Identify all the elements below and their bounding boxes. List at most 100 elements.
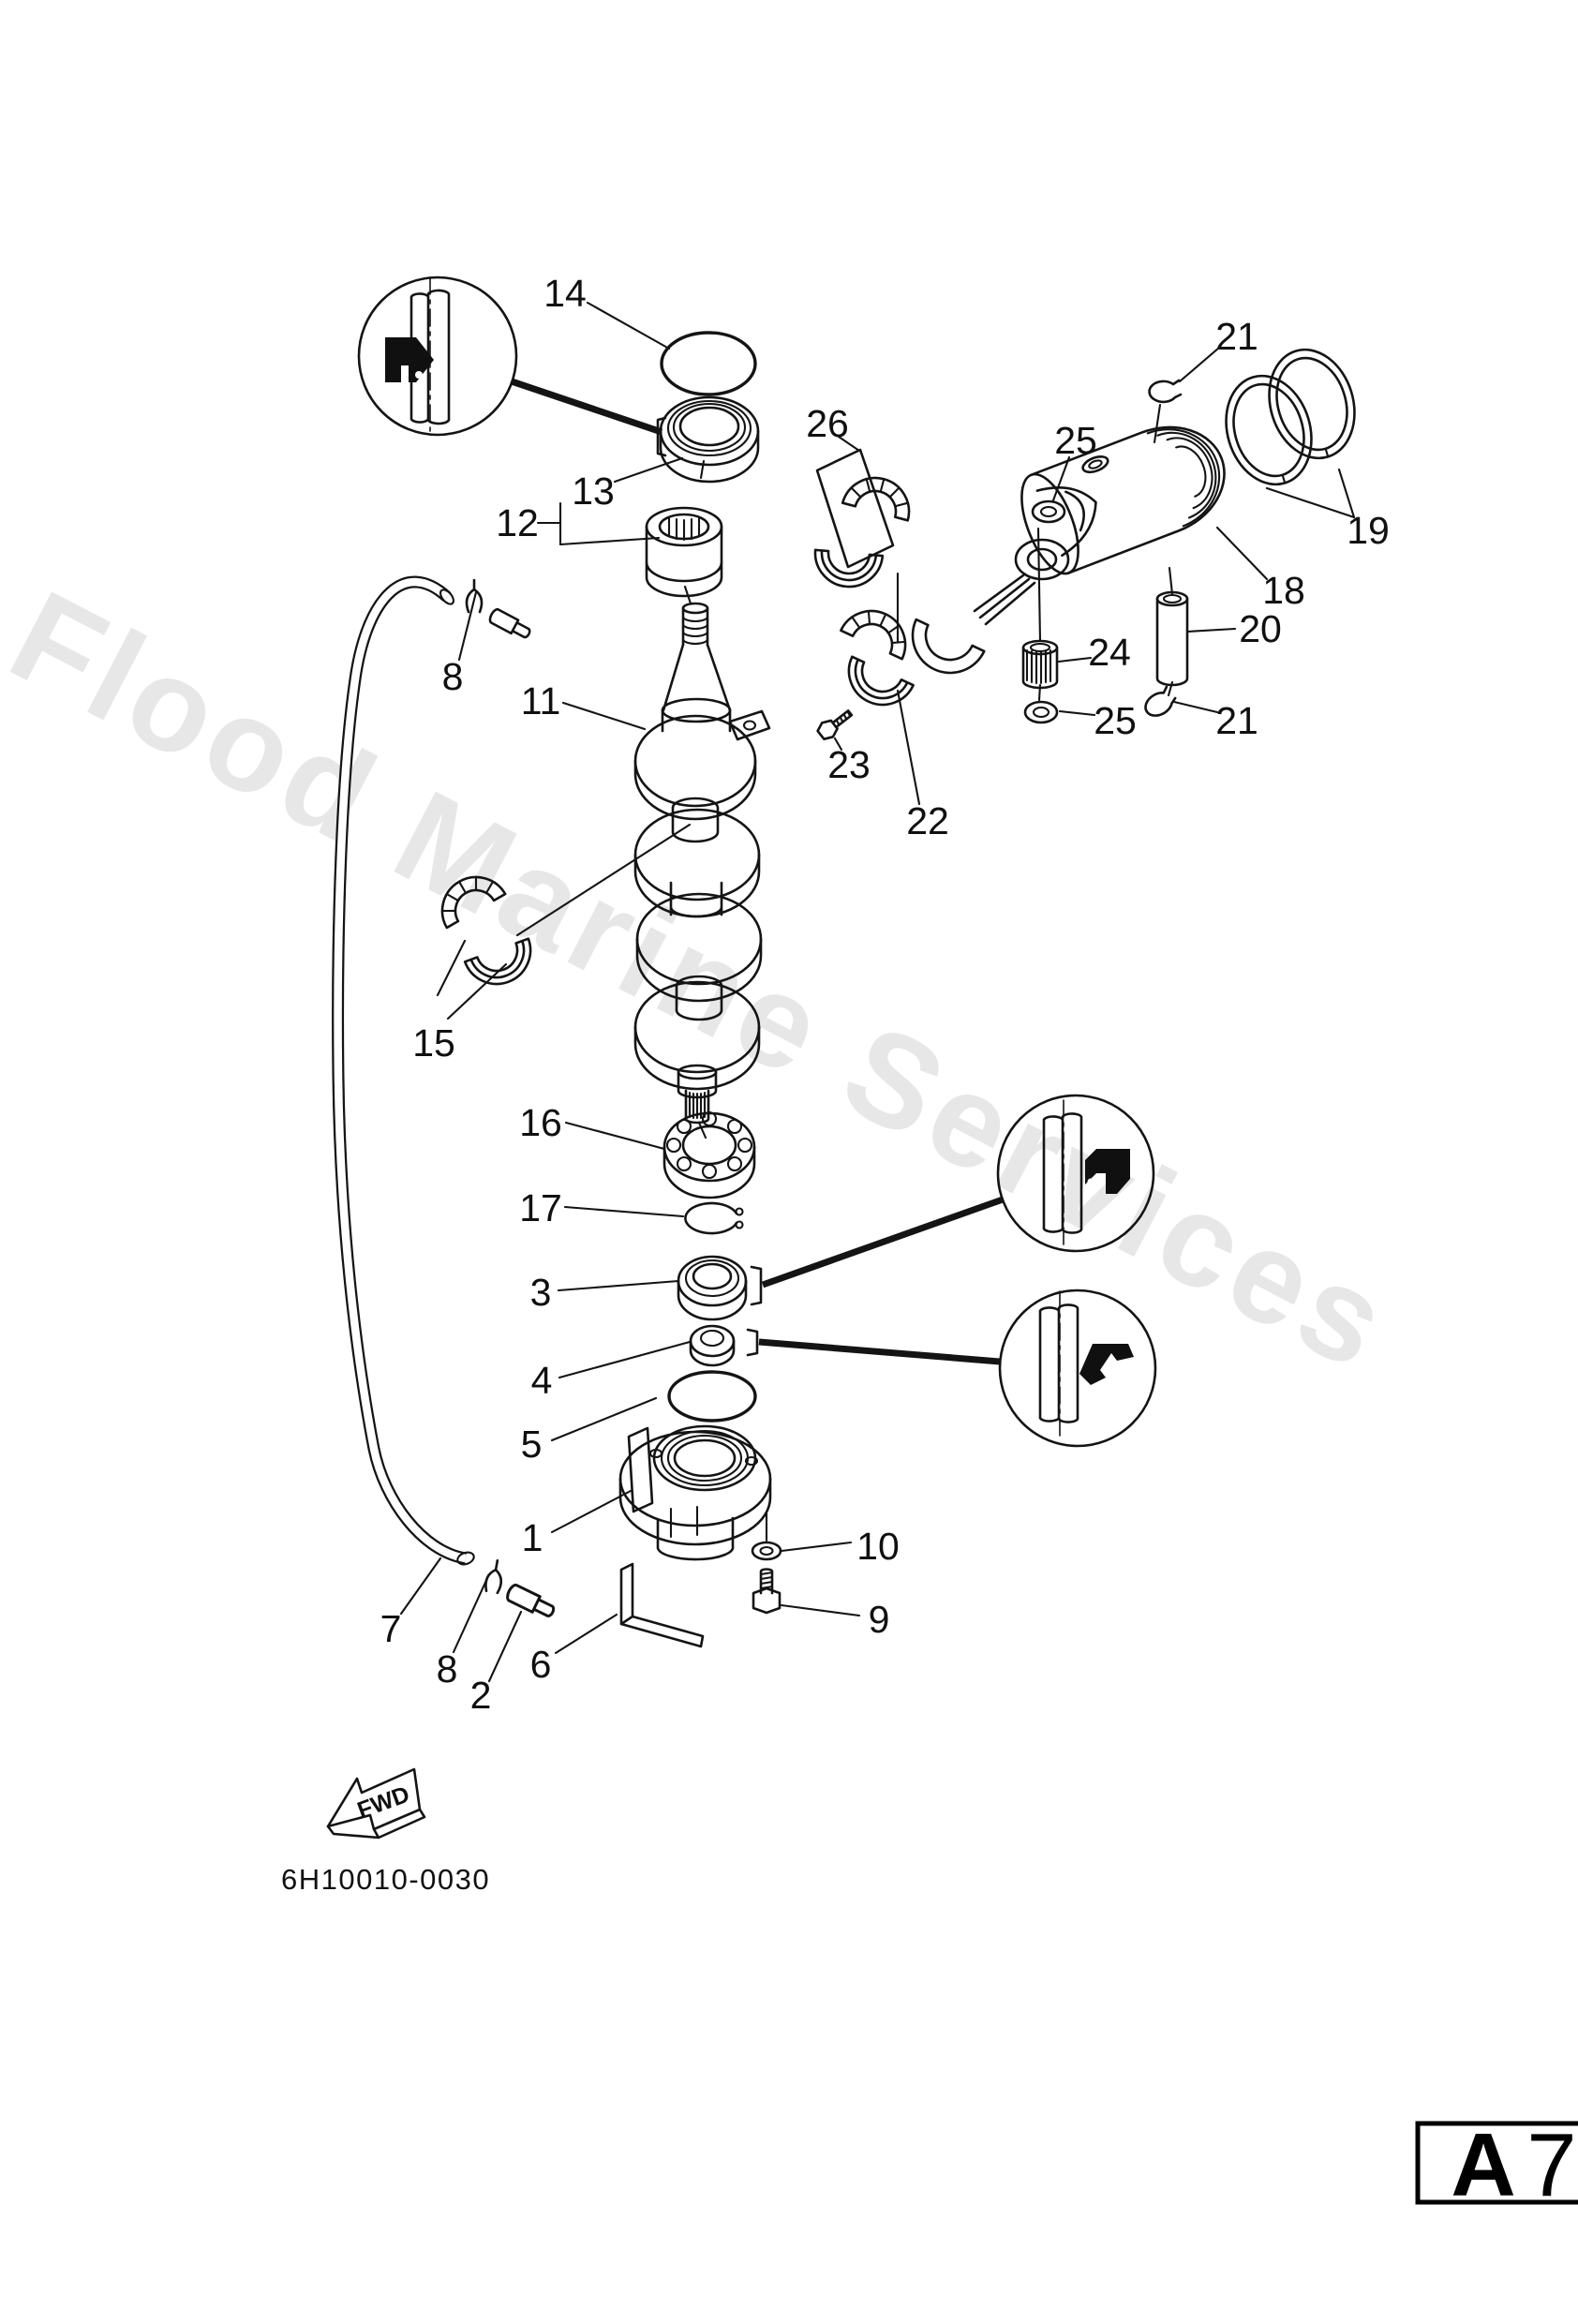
hose-clamp-8-top [465,578,484,614]
callout-label-8: 8 [442,655,464,698]
callout-label-16: 16 [519,1101,562,1144]
web-ear [728,709,771,741]
callout-label-17: 17 [519,1186,562,1229]
circlip-17 [684,1201,744,1235]
callout-leader-19 [1265,486,1356,519]
bracket-4 [746,1328,759,1357]
piston-pin-20 [1153,403,1189,697]
plate-letter: A [1451,2115,1515,2215]
callout-label-8: 8 [437,1647,458,1691]
callout-label-2: 2 [470,1674,492,1717]
fitting-top [488,607,531,639]
callout-leader-22 [896,689,921,806]
callout-leader-11 [561,701,647,731]
oring-14 [660,331,757,396]
callout-label-19: 19 [1347,509,1390,552]
callout-leader-1 [550,1489,633,1534]
callout-leader-21 [1178,346,1221,383]
oil-seal-3 [677,1196,1005,1321]
small-end-washer-25-top [1031,499,1066,702]
plate-label-box: A 7 [1415,2115,1578,2215]
callout-leader-13 [613,456,684,484]
split-bearing-15 [428,863,542,995]
piston-18 [1020,425,1226,575]
callout-label-7: 7 [380,1607,402,1650]
callout-leader-15 [436,939,467,997]
seal-direction-icon [1079,1344,1134,1385]
callout-leader-9 [780,1603,861,1617]
leader-band-26 [815,448,895,569]
bolt-9 [752,1568,782,1615]
callout-label-14: 14 [543,272,587,315]
detail-circle-top-left [357,276,663,437]
washer-10 [751,1511,782,1561]
detail-circle-bottom [998,1289,1157,1448]
small-end-bearing-24 [1021,639,1059,690]
crankshaft-11 [633,602,771,1140]
seal-direction-icon [1085,1149,1130,1194]
rod-cap-22 [836,655,915,718]
callout-label-3: 3 [530,1271,552,1314]
callout-label-9: 9 [869,1598,890,1641]
seal-direction-icon [385,337,434,382]
fitting-2 [506,1583,556,1617]
oil-seal-4 [689,1324,1001,1367]
callout-label-10: 10 [856,1525,900,1568]
pin-clip-21-bottom [1139,684,1181,722]
piston-rings-19 [1225,348,1356,486]
connecting-rod [911,538,1070,675]
needle-bearing-12 [645,459,723,605]
callout-leader-3 [557,1279,680,1292]
callout-label-21: 21 [1215,315,1258,358]
callout-label-25: 25 [1054,419,1097,462]
callout-leader-21 [1172,700,1219,714]
callout-label-1: 1 [522,1516,543,1559]
ball-bearing-16 [662,1110,756,1199]
oring-5 [667,1370,757,1423]
callout-label-13: 13 [572,469,615,513]
callout-leader-23 [833,737,843,752]
callout-label-15: 15 [412,1021,455,1065]
callout-label-11: 11 [521,679,561,723]
callout-label-6: 6 [530,1643,552,1686]
bearing-housing-1 [618,1424,772,1561]
callout-label-23: 23 [827,743,871,786]
callout-leader-24 [1057,656,1093,663]
callout-leader-6 [554,1613,618,1655]
callout-leader-4 [558,1340,692,1379]
callout-leader-16 [564,1121,666,1151]
callout-label-20: 20 [1239,607,1282,650]
drawing-code: 6H10010-0030 [281,1863,490,1896]
callout-leader-7 [399,1557,442,1616]
pin-clip-21-top [1148,379,1183,404]
callout-leader-5 [550,1396,658,1442]
callout-leader-18 [1215,526,1269,581]
fwd-arrow: FWD [326,1767,426,1840]
small-end-washer-25-bottom [1023,700,1059,724]
callout-label-4: 4 [531,1359,553,1402]
callout-leader-2 [487,1610,523,1683]
callout-leader-8 [452,1574,490,1654]
bracket-3 [750,1265,763,1306]
callout-leader-12 [558,536,661,546]
bracket-13 [656,416,667,457]
bracket-6 [619,1562,705,1648]
callout-label-12: 12 [496,501,539,544]
callout-label-25: 25 [1094,699,1137,742]
callout-leader-10 [780,1541,853,1553]
callout-leader-20 [1185,627,1237,633]
callout-label-22: 22 [906,799,949,842]
callout-label-18: 18 [1262,569,1305,612]
callout-leader-15 [446,962,508,1020]
callout-leader-17 [563,1205,685,1218]
bearing-shells-26 [811,448,918,718]
callout-label-24: 24 [1088,631,1131,674]
oil-seal-13 [656,395,760,484]
hose-7 [332,575,475,1566]
callout-leader-8 [457,590,478,662]
callout-leader-14 [586,301,671,350]
callout-leader-25 [1051,455,1071,502]
